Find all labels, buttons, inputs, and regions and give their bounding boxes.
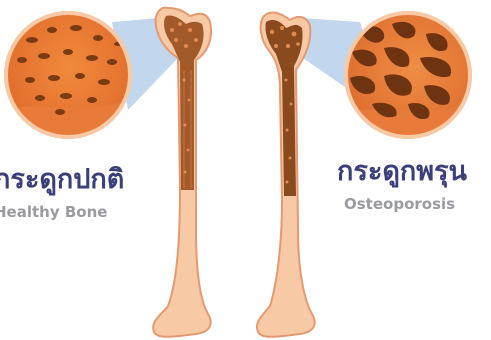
- healthy-bone-title-thai: กระดูกปกติ: [0, 165, 124, 195]
- osteoporosis-bone: [257, 13, 315, 337]
- osteoporosis-title-english: Osteoporosis: [344, 195, 455, 213]
- healthy-bone-title-english: Healthy Bone: [0, 203, 107, 221]
- osteoporosis-magnified-view: [340, 0, 490, 150]
- osteoporosis-title-thai: กระดูกพรุน: [337, 157, 467, 187]
